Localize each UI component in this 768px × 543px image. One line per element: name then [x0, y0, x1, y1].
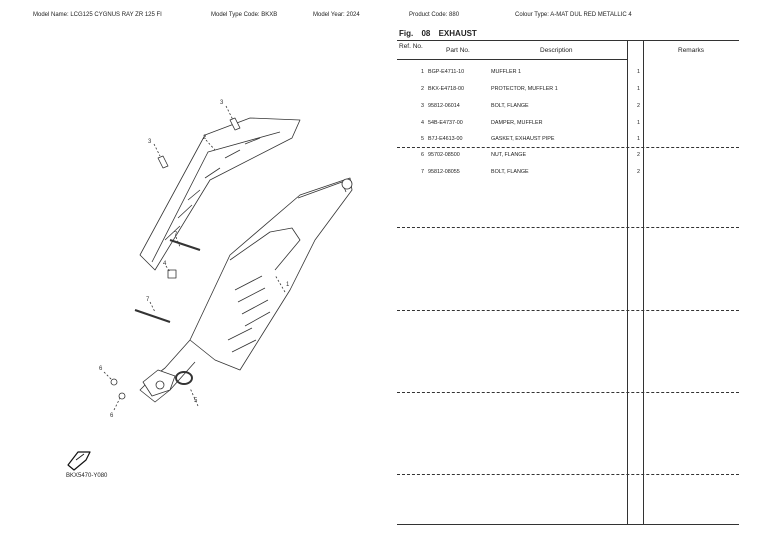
- group-separator: [397, 227, 739, 228]
- product-code: Product Code: 880: [409, 12, 460, 18]
- model-year: Model Year: 2024: [313, 12, 360, 18]
- callout: 3: [220, 100, 224, 106]
- callout: 6: [110, 413, 114, 419]
- qty-column-divider-left: [627, 41, 628, 524]
- header-separator: [397, 59, 627, 60]
- table-row: 1 BGP-E4711-10 MUFFLER 1 1: [421, 69, 640, 75]
- figure-number: 08: [421, 29, 431, 38]
- table-row: 6 95702-08500 NUT, FLANGE 2: [421, 152, 640, 158]
- colour-type: Colour Type: A-MAT DUL RED METALLIC 4: [515, 12, 632, 18]
- table-row: 2 BKX-E4718-00 PROTECTOR, MUFFLER 1 1: [421, 86, 640, 92]
- diagram-code: BKX5470-Y080: [66, 473, 108, 479]
- callout: 4: [163, 261, 167, 267]
- group-separator: [397, 310, 739, 311]
- callout: 1: [286, 282, 290, 288]
- part-no-header: Part No.: [446, 47, 470, 54]
- table-row: 7 95812-08055 BOLT, FLANGE 2: [421, 169, 640, 175]
- parts-table: Ref. No. Part No. Description Remarks 1 …: [397, 40, 739, 525]
- figure-title: Fig. 08 EXHAUST: [399, 29, 483, 38]
- group-separator: [397, 147, 739, 148]
- callout: 5: [194, 398, 198, 404]
- table-row: 4 54B-E4737-00 DAMPER, MUFFLER 1: [421, 120, 640, 126]
- figure-name: EXHAUST: [438, 29, 477, 38]
- callout: 2: [203, 135, 207, 141]
- description-header: Description: [540, 47, 573, 54]
- group-separator: [397, 474, 739, 475]
- qty-column-divider-right: [643, 41, 644, 524]
- group-separator: [397, 392, 739, 393]
- model-type-code: Model Type Code: BKXB: [211, 12, 278, 18]
- gasket-shape: [175, 371, 193, 385]
- front-arrow-icon: [67, 451, 91, 471]
- callout: 7: [146, 297, 150, 303]
- callout: 3: [148, 139, 152, 145]
- callout: 7: [174, 232, 178, 238]
- figure-prefix: Fig.: [399, 29, 414, 38]
- exhaust-drawing: 3 3 2 7 4 1 7 6 6 5: [67, 100, 353, 471]
- table-row: 3 95812-06014 BOLT, FLANGE 2: [421, 103, 640, 109]
- muffler-shape: [189, 177, 353, 371]
- table-row: 5 B7J-E4613-00 GASKET, EXHAUST PIPE 1: [421, 136, 640, 142]
- exploded-diagram: 3 3 2 7 4 1 7 6 6 5: [30, 40, 390, 510]
- ref-no-header: Ref. No.: [399, 43, 423, 50]
- remarks-header: Remarks: [678, 47, 705, 54]
- model-name: Model Name: LCG125 CYGNUS RAY ZR 125 FI: [33, 12, 162, 18]
- callout: 6: [99, 366, 103, 372]
